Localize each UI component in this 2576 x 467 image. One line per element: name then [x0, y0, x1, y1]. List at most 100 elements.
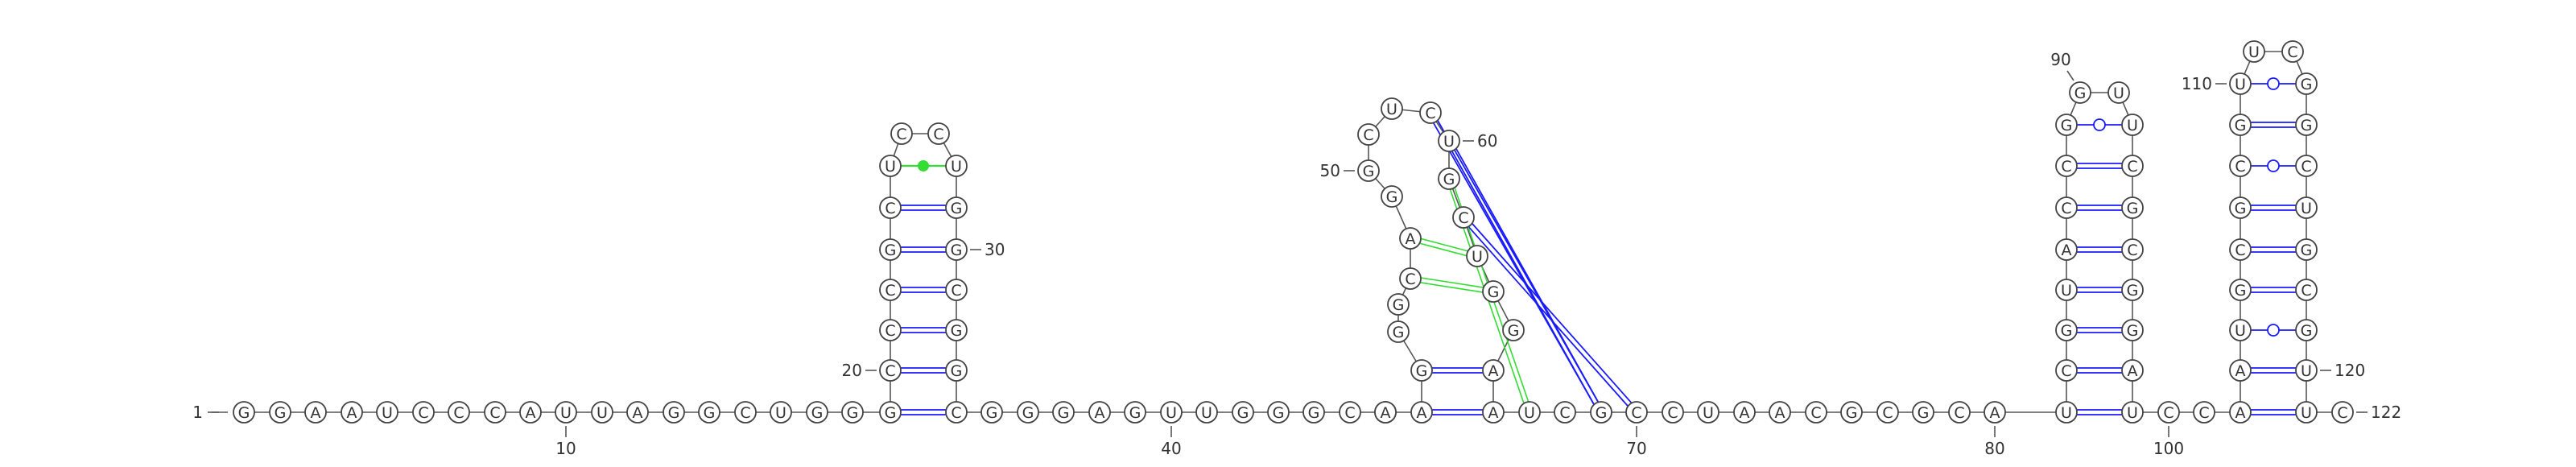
nucleotide: C [945, 279, 968, 301]
nucleotide-circle [1088, 401, 1111, 424]
nucleotide-circle [2331, 401, 2354, 424]
nucleotide: G [2121, 196, 2144, 219]
nucleotide-letter: U [2301, 404, 2312, 422]
position-label: 122 [2371, 403, 2401, 422]
position-label: 80 [1984, 439, 2004, 458]
nucleotide: A [304, 401, 327, 424]
nucleotide: C [879, 359, 902, 382]
nucleotide-circle [2055, 155, 2078, 177]
nucleotide-letter: U [2127, 404, 2138, 422]
nucleotide: U [1160, 401, 1183, 424]
nucleotide-letter: A [1406, 230, 1416, 248]
nucleotide-circle [2295, 279, 2318, 301]
nucleotide-circle [2055, 114, 2078, 136]
nucleotide: A [2229, 359, 2252, 382]
nucleotide: G [1502, 319, 1525, 341]
nucleotide-letter: C [2127, 242, 2137, 259]
nucleotide-circle [2121, 238, 2144, 261]
nucleotide-circle [1381, 97, 1403, 120]
nucleotide-circle [304, 401, 327, 424]
nucleotide: G [269, 401, 291, 424]
nucleotide: U [2121, 114, 2144, 136]
nucleotide: G [1124, 401, 1146, 424]
nucleotide-letter: A [2235, 362, 2246, 380]
nucleotide: C [2295, 155, 2318, 177]
nucleotide: G [1912, 401, 1934, 424]
nucleotide: C [1876, 401, 1899, 424]
nucleotide: C [734, 401, 757, 424]
nucleotide: C [2331, 401, 2354, 424]
nucleotide-circle [663, 401, 685, 424]
nucleotide-letter: C [2061, 158, 2071, 176]
nucleotide-circle [2055, 196, 2078, 219]
nucleotide: G [2229, 114, 2252, 136]
nucleotide-circle [1482, 359, 1505, 382]
nucleotide-letter: U [2248, 43, 2260, 61]
nucleotide: C [2157, 401, 2180, 424]
base-pair-layer [901, 77, 2296, 415]
nucleotide-circle [980, 401, 1003, 424]
nucleotide: A [519, 401, 542, 424]
nucleotide-circle [2055, 319, 2078, 341]
nucleotide-circle [1399, 227, 1422, 250]
nucleotide-circle [2157, 401, 2180, 424]
nucleotide: U [2243, 40, 2265, 63]
nucleotide: C [1339, 401, 1361, 424]
nucleotide-circle [2229, 279, 2252, 301]
nucleotide-circle [1984, 401, 2006, 424]
nucleotide-circle [2295, 155, 2318, 177]
nucleotide: U [879, 155, 902, 177]
nucleotide-letter: G [847, 404, 859, 422]
nucleotide-letter: C [2061, 362, 2071, 380]
nucleotide-circle [2295, 72, 2318, 95]
nucleotide: C [2055, 359, 2078, 382]
nucleotide: C [1662, 401, 1684, 424]
nucleotide-letter: G [1237, 404, 1249, 422]
nucleotide-letter: G [1918, 404, 1930, 422]
nucleotide-letter: U [2301, 362, 2312, 380]
nucleotide-letter: A [633, 404, 643, 422]
nucleotide-letter: G [2127, 322, 2139, 340]
nucleotide-circle [233, 401, 255, 424]
nucleotide: C [879, 319, 902, 341]
nucleotide-circle [1769, 401, 1791, 424]
nucleotide: A [2121, 359, 2144, 382]
nucleotide-circle [879, 401, 902, 424]
nucleotide-circle [2107, 81, 2130, 104]
nucleotide: G [2295, 238, 2318, 261]
nucleotide: U [2121, 401, 2144, 424]
nucleotide: G [2121, 319, 2144, 341]
nucleotide-letter: C [1344, 404, 1355, 422]
noncanonical-pair-marker [918, 160, 929, 172]
nucleotide: A [1769, 401, 1791, 424]
nucleotide-letter: G [1129, 404, 1141, 422]
nucleotide-circle [412, 401, 435, 424]
nucleotide: G [663, 401, 685, 424]
nucleotide: G [2295, 114, 2318, 136]
nucleotide-circle [879, 319, 902, 341]
nucleotide-letter: U [597, 404, 608, 422]
nucleotide-letter: C [2198, 404, 2209, 422]
nucleotide-letter: C [1363, 126, 1373, 144]
nucleotide-letter: C [885, 322, 895, 340]
nucleotide-circle [1482, 280, 1505, 303]
nucleotide: G [879, 238, 902, 261]
nucleotide-letter: G [2061, 117, 2073, 134]
nucleotide-letter: U [2235, 322, 2246, 340]
nucleotide-letter: G [1416, 362, 1428, 380]
nucleotide-circle [1302, 401, 1325, 424]
position-label: 60 [1477, 131, 1497, 151]
nucleotide-circle [1052, 401, 1075, 424]
nucleotide-circle [2295, 359, 2318, 382]
nucleotide-circle [2295, 196, 2318, 219]
nucleotide-circle [2229, 319, 2252, 341]
nucleotide: A [1482, 359, 1505, 382]
nucleotide: G [1267, 401, 1290, 424]
position-label: 110 [2182, 74, 2212, 93]
nucleotide: G [1052, 401, 1075, 424]
nucleotide: G [980, 401, 1003, 424]
nucleotide-circle [1357, 123, 1380, 146]
nucleotide: G [945, 319, 968, 341]
nucleotide-letter: C [1954, 404, 1964, 422]
